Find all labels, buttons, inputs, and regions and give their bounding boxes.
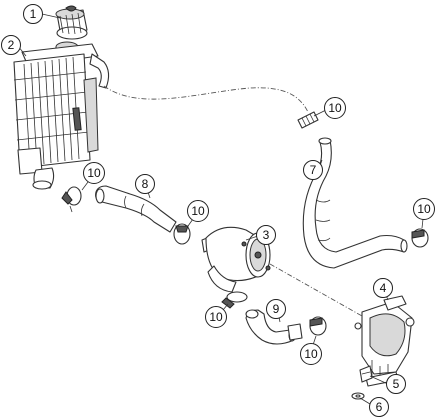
callout-2: 2 [1, 35, 21, 55]
callout-4: 4 [373, 278, 393, 298]
callout-10: 10 [187, 200, 209, 222]
svg-text:10: 10 [87, 166, 101, 180]
screw-5 [359, 365, 373, 383]
svg-text:4: 4 [380, 281, 387, 295]
svg-text:10: 10 [209, 310, 223, 324]
bracket-cover [354, 295, 415, 387]
callout-6: 6 [369, 397, 389, 417]
alignment-line [269, 263, 363, 317]
washer-6 [351, 392, 365, 400]
svg-text:3: 3 [263, 228, 270, 242]
hose-clamp [61, 186, 82, 213]
svg-text:9: 9 [273, 302, 280, 316]
svg-text:2: 2 [8, 38, 15, 52]
hose-clamp [411, 228, 429, 248]
svg-text:10: 10 [328, 101, 342, 115]
hose-clamp [309, 316, 327, 336]
svg-text:6: 6 [376, 400, 383, 414]
hose-9 [245, 309, 303, 345]
hose-clamp [297, 111, 319, 129]
callout-1: 1 [23, 4, 43, 24]
hose-7 [302, 137, 408, 269]
callout-10: 10 [300, 343, 322, 365]
svg-text:10: 10 [304, 347, 318, 361]
svg-text:10: 10 [417, 202, 431, 216]
hose-clamp [173, 223, 191, 245]
breather-line [103, 85, 309, 113]
callout-7: 7 [303, 160, 323, 180]
callout-8: 8 [135, 174, 155, 194]
svg-text:10: 10 [191, 204, 205, 218]
callout-10: 10 [324, 97, 346, 119]
callout-10: 10 [83, 162, 105, 184]
callout-5: 5 [386, 374, 406, 394]
svg-text:7: 7 [310, 163, 317, 177]
radiator [13, 41, 110, 190]
hose-clamp [221, 291, 248, 309]
hose-8 [95, 185, 177, 233]
callout-10: 10 [413, 198, 435, 220]
callout-3: 3 [256, 225, 276, 245]
callout-9: 9 [266, 299, 286, 319]
svg-text:8: 8 [142, 177, 149, 191]
svg-text:5: 5 [393, 377, 400, 391]
svg-text:1: 1 [30, 7, 37, 21]
callout-10: 10 [205, 306, 227, 328]
radiator-cap [55, 5, 88, 40]
